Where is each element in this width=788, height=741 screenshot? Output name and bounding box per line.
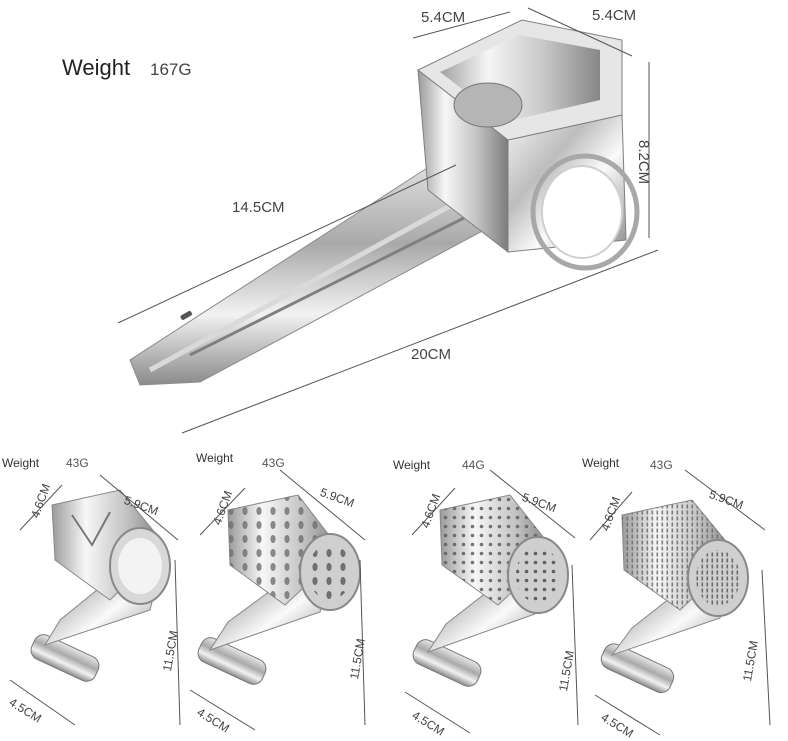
drum-grater-fine-image [600, 499, 749, 694]
drum-dimension-lines [9, 469, 771, 736]
drum-2-weight-label: Weight [196, 451, 234, 465]
main-dim-total: 20CM [411, 346, 452, 363]
drum-1-weight-value: 43G [66, 456, 89, 470]
drum-2-weight-value: 43G [262, 456, 285, 470]
main-dim-handle: 14.5CM [232, 199, 285, 216]
drum-3-weight-value: 44G [462, 458, 485, 472]
drum-grater-coarse-image [197, 494, 361, 685]
main-grater-image [129, 19, 640, 386]
main-dim-width-right: 5.4CM [592, 7, 637, 24]
main-dimension-lines [117, 7, 659, 434]
drum-grater-medium-image [412, 494, 569, 687]
drum-4-weight-label: Weight [582, 456, 620, 470]
drum-grater-slicer-image [30, 489, 171, 682]
drum-4-weight-value: 43G [650, 458, 673, 472]
main-weight-value: 167G [150, 60, 192, 79]
drum-1-weight-label: Weight [2, 456, 40, 470]
main-dim-height: 8.2CM [635, 140, 652, 185]
main-dim-width-left: 5.4CM [421, 9, 466, 26]
main-weight-label: Weight [62, 55, 131, 80]
drum-3-weight-label: Weight [393, 458, 431, 472]
